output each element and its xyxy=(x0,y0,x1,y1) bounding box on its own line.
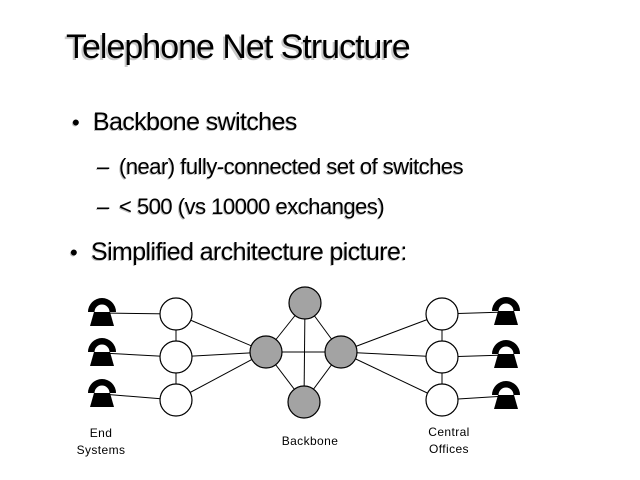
sub-bullet-text: (near) fully-connected set of switches xyxy=(119,154,464,179)
bullet-marker: • xyxy=(72,110,80,135)
telephone-icon xyxy=(88,379,116,407)
telephone-icon xyxy=(88,338,116,366)
sub-bullet-text: < 500 (vs 10000 exchanges) xyxy=(119,194,385,219)
central-office-nodes xyxy=(159,297,459,417)
label-line: Offices xyxy=(429,442,469,456)
backbone-node xyxy=(249,335,283,369)
label-central-offices: Central Offices xyxy=(389,424,509,458)
bullet-marker: • xyxy=(70,240,78,265)
backbone-node xyxy=(287,385,321,419)
central-office-node xyxy=(159,340,193,374)
bullet-text: Backbone switches xyxy=(93,108,297,136)
bullet-text: Simplified architecture picture: xyxy=(91,238,407,266)
label-backbone: Backbone xyxy=(250,433,370,450)
backbone-node xyxy=(324,335,358,369)
central-office-node xyxy=(425,297,459,331)
label-line: Systems xyxy=(76,443,126,457)
label-line: Backbone xyxy=(281,434,339,448)
backbone-node xyxy=(288,286,322,320)
telephone-icon xyxy=(492,381,520,409)
backbone-nodes xyxy=(249,286,358,419)
telephone-icon xyxy=(88,298,116,326)
bullet-item-backbone-switches: • Backbone switches xyxy=(72,108,297,137)
label-line: Central xyxy=(428,425,470,439)
bullet-item-simplified-architecture: • Simplified architecture picture: xyxy=(70,238,407,267)
sub-bullet-fully-connected: – (near) fully-connected set of switches xyxy=(97,154,464,180)
label-end-systems: End Systems xyxy=(41,425,161,459)
dash-marker: – xyxy=(97,154,109,179)
central-office-node xyxy=(425,340,459,374)
telephone-icon xyxy=(492,340,520,368)
central-office-node xyxy=(159,297,193,331)
central-office-node xyxy=(159,383,193,417)
page-title: Telephone Net Structure xyxy=(66,28,411,66)
sub-bullet-switch-count: – < 500 (vs 10000 exchanges) xyxy=(97,194,385,220)
telephone-icon xyxy=(492,297,520,325)
label-line: End xyxy=(89,426,113,440)
dash-marker: – xyxy=(97,194,109,219)
central-office-node xyxy=(425,383,459,417)
